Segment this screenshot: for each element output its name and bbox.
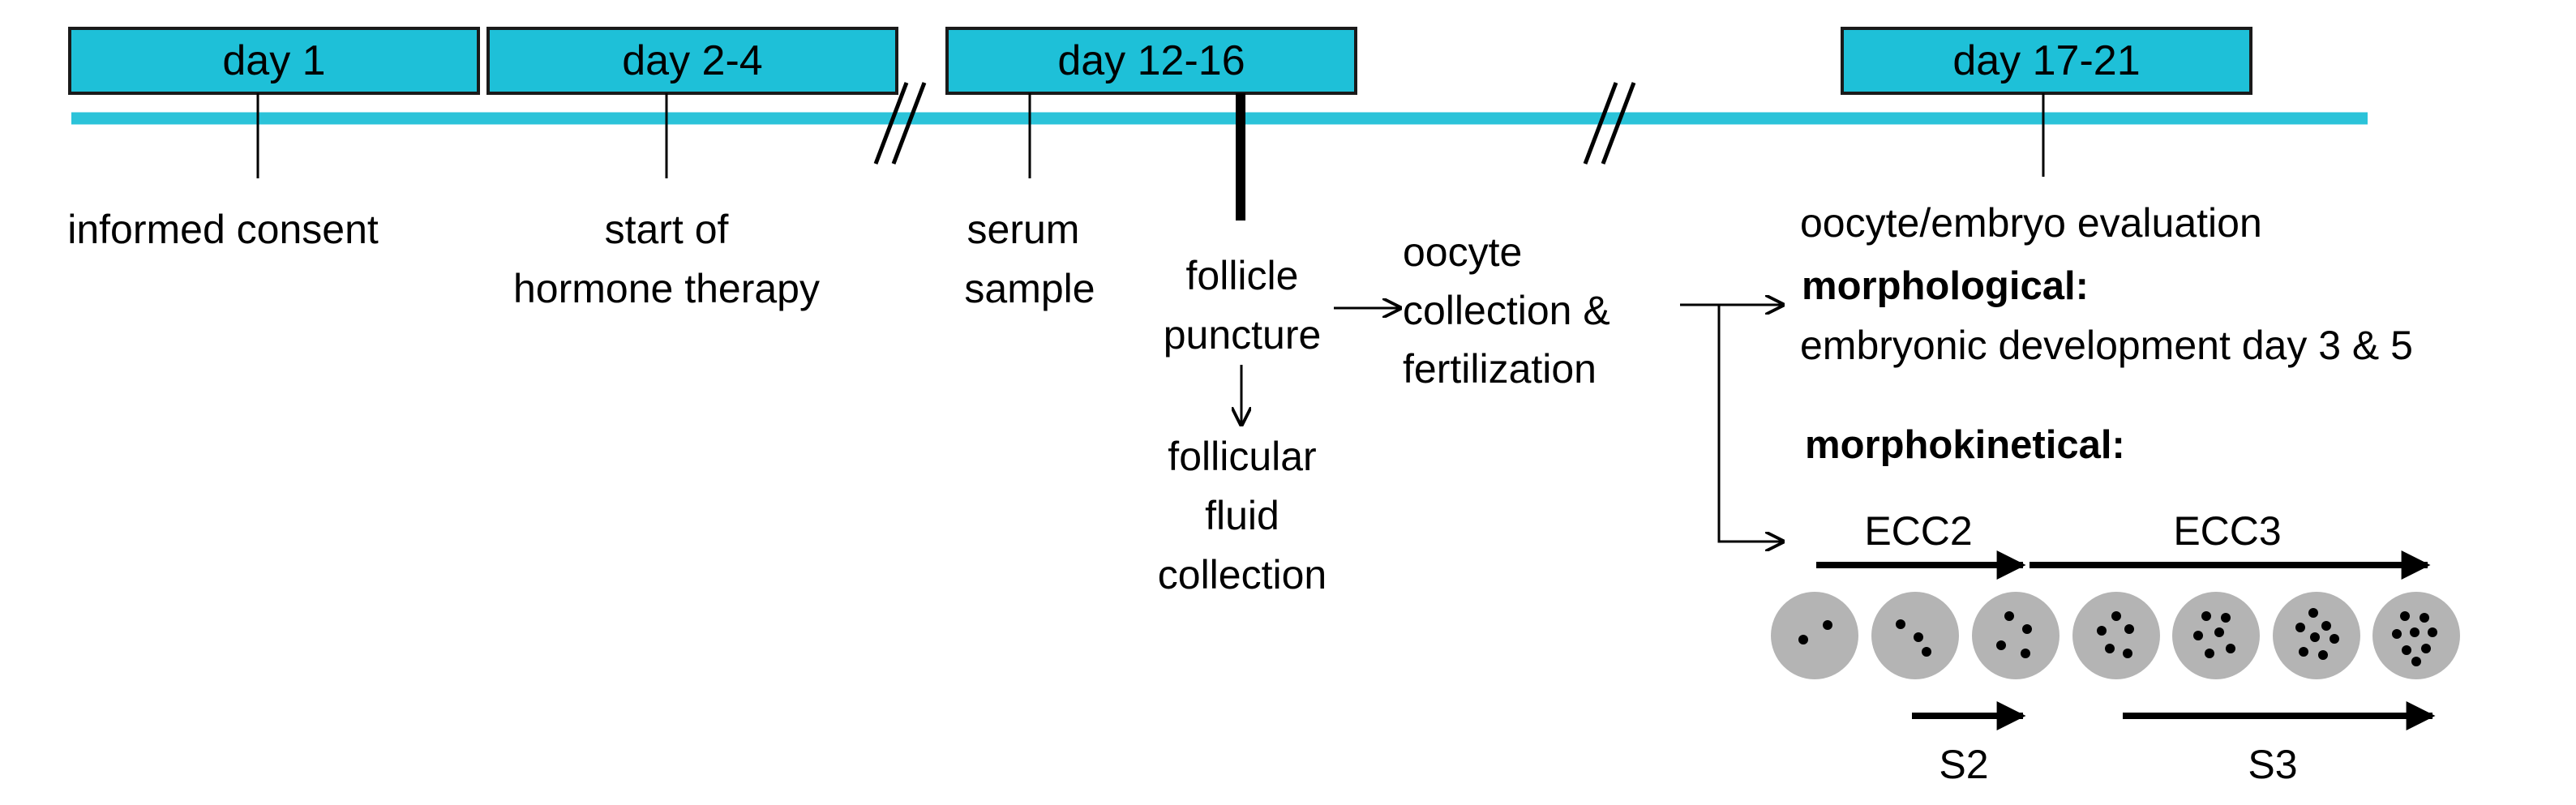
ecc2-label: ECC2 (1864, 508, 1972, 554)
serum-sample-label-line2: sample (964, 266, 1095, 311)
nucleus-dot (2004, 611, 2014, 621)
serum-sample-label-line1: serum (967, 207, 1080, 252)
embryo-cell-body (2072, 592, 2160, 679)
nucleus-dot (2421, 644, 2431, 653)
day-1-box: day 1 (68, 27, 480, 95)
nucleus-dot (2226, 644, 2235, 653)
day-17-21-box: day 17-21 (1841, 27, 2252, 95)
embryo-cell-4 (2072, 592, 2160, 679)
nucleus-dot (2411, 657, 2421, 666)
s3-label: S3 (2248, 742, 2297, 787)
fluid-collection-label-line1: follicular (1168, 434, 1316, 479)
nucleus-dot (2318, 650, 2328, 660)
nucleus-dot (2193, 631, 2203, 640)
morphological-heading: morphological: (1802, 264, 2089, 308)
day-2-4-label: day 2-4 (622, 37, 762, 84)
fluid-collection-label-line3: collection (1158, 552, 1327, 597)
nucleus-dot (2428, 627, 2437, 637)
hormone-therapy-label-line1: start of (605, 207, 729, 252)
nucleus-dot (1896, 619, 1905, 629)
day-12-16-label: day 12-16 (1057, 37, 1245, 84)
oocyte-collection-label-line3: fertilization (1403, 346, 1597, 392)
embryo-cell-1 (1771, 592, 1858, 679)
nucleus-dot (2021, 649, 2030, 658)
nucleus-dot (1823, 620, 1832, 630)
embryo-cell-2 (1871, 592, 1959, 679)
day-12-16-box: day 12-16 (945, 27, 1357, 95)
embryo-cells-row (1771, 592, 2460, 679)
nucleus-dot (1996, 640, 2006, 650)
embryo-cell-body (1771, 592, 1858, 679)
evaluation-title: oocyte/embryo evaluation (1800, 200, 2262, 246)
nucleus-dot (2295, 623, 2305, 632)
nucleus-dot (2124, 624, 2134, 634)
timeline-break-2 (1583, 82, 1636, 165)
nucleus-dot (1914, 632, 1923, 642)
hormone-therapy-label-line2: hormone therapy (513, 266, 820, 311)
nucleus-dot (2400, 611, 2410, 621)
nucleus-dot (2205, 649, 2214, 658)
timeline-break-1 (873, 82, 927, 165)
nucleus-dot (2392, 629, 2402, 639)
nucleus-dot (2299, 647, 2308, 657)
embryo-cell-6 (2273, 592, 2360, 679)
embryo-cell-7 (2372, 592, 2460, 679)
day-17-21-label: day 17-21 (1952, 37, 2140, 84)
arrow-to-morphokinetical (1717, 305, 1784, 542)
embryo-cell-body (1972, 592, 2060, 679)
fluid-collection-label-line2: fluid (1205, 493, 1279, 538)
informed-consent-label: informed consent (67, 207, 379, 252)
nucleus-dot (2402, 645, 2411, 655)
morphological-description: embryonic development day 3 & 5 (1800, 323, 2413, 368)
nucleus-dot (2214, 627, 2224, 637)
nucleus-dot (1922, 647, 1931, 657)
nucleus-dot (2123, 649, 2132, 658)
nucleus-dot (2105, 644, 2115, 653)
follicle-puncture-label-line2: puncture (1164, 312, 1322, 358)
follicle-puncture-label-line1: follicle (1186, 253, 1299, 298)
nucleus-dot (2310, 632, 2320, 642)
s2-label: S2 (1939, 742, 1988, 787)
oocyte-collection-label-line2: collection & (1403, 288, 1610, 333)
oocyte-collection-label-line1: oocyte (1403, 229, 1522, 275)
morphokinetical-heading: morphokinetical: (1805, 423, 2125, 467)
nucleus-dot (2330, 634, 2339, 644)
nucleus-dot (2221, 613, 2231, 623)
nucleus-dot (2111, 611, 2121, 621)
nucleus-dot (1798, 635, 1808, 644)
nucleus-dot (2022, 624, 2032, 634)
day-2-4-box: day 2-4 (486, 27, 898, 95)
ecc3-label: ECC3 (2173, 508, 2281, 554)
nucleus-dot (2321, 621, 2331, 631)
embryo-cell-3 (1972, 592, 2060, 679)
nucleus-dot (2097, 626, 2107, 636)
nucleus-dot (2201, 611, 2211, 621)
nucleus-dot (2410, 627, 2420, 637)
embryo-cell-5 (2172, 592, 2260, 679)
nucleus-dot (2308, 608, 2318, 618)
day-1-label: day 1 (222, 37, 325, 84)
nucleus-dot (2420, 613, 2429, 623)
